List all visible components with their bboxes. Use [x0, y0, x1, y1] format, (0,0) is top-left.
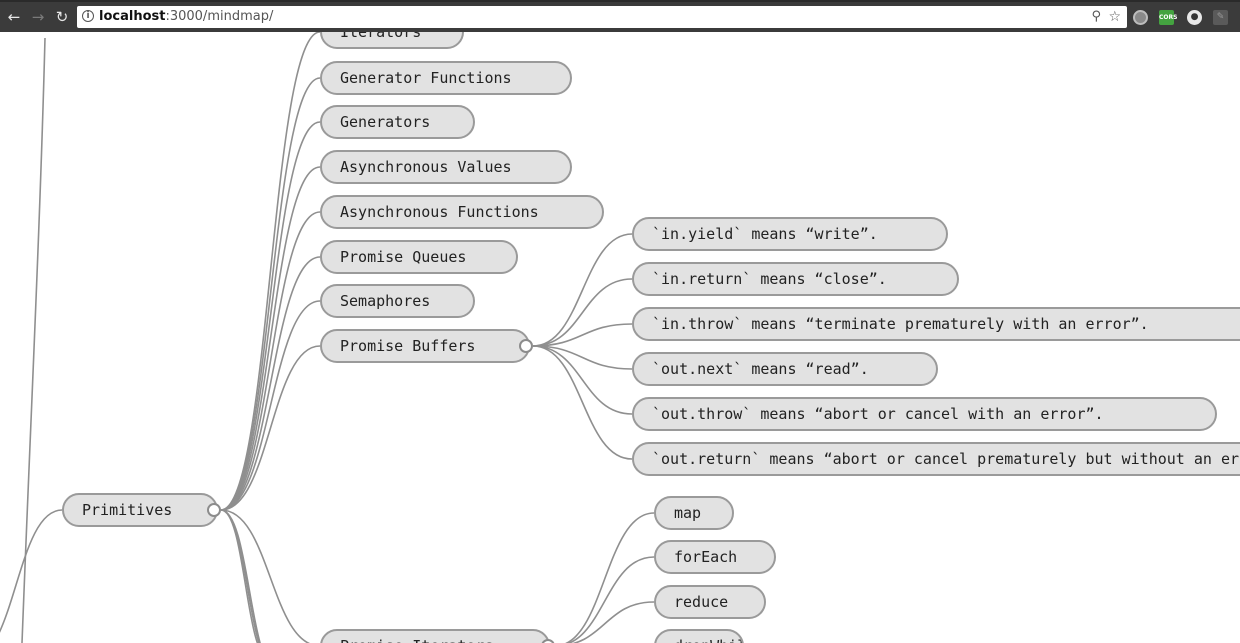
zoom-icon[interactable]: ⚲: [1091, 9, 1101, 24]
browser-toolbar: ← → ↻ i localhost:3000/mindmap/ ⚲ ☆ CORS…: [0, 0, 1240, 32]
link-generator-functions: [220, 77, 321, 511]
toggle-promise-buffers[interactable]: [519, 339, 533, 353]
link-generators: [220, 121, 321, 511]
toggle-primitives[interactable]: [207, 503, 221, 517]
url-path: :3000/mindmap/: [165, 9, 274, 24]
link-iterator-child: [564, 512, 655, 643]
branch-promise-iterators[interactable]: Promise Iterators: [320, 629, 550, 643]
back-arrow-icon[interactable]: ←: [7, 8, 21, 26]
address-bar[interactable]: i localhost:3000/mindmap/ ⚲ ☆: [77, 6, 1127, 28]
branch-generator-functions[interactable]: Generator Functions: [320, 61, 572, 95]
link-promise-iterators: [220, 509, 311, 643]
node-primitives[interactable]: Primitives: [62, 493, 218, 527]
link-offscreen-branch: [220, 509, 261, 643]
link-asynchronous-values: [220, 166, 321, 511]
iterator-item-map[interactable]: map: [654, 496, 734, 530]
branch-semaphores[interactable]: Semaphores: [320, 284, 475, 318]
iterator-item-dropwhile[interactable]: dropWhile: [654, 629, 744, 643]
link-iterators: [220, 32, 321, 511]
link-semaphores: [220, 300, 321, 511]
link-promise-queues: [220, 256, 321, 511]
link-buffer-child: [532, 233, 633, 347]
link-buffer-child: [532, 345, 633, 460]
branch-asynchronous-values[interactable]: Asynchronous Values: [320, 150, 572, 184]
extension-dot-icon[interactable]: ●: [1187, 10, 1202, 25]
branch-promise-queues[interactable]: Promise Queues: [320, 240, 518, 274]
branch-iterators[interactable]: Iterators: [320, 32, 464, 49]
iterator-item-reduce[interactable]: reduce: [654, 585, 766, 619]
extension-circle-icon[interactable]: [1133, 10, 1148, 25]
buffer-item-6[interactable]: `out.return` means “abort or cancel prem…: [632, 442, 1240, 476]
cors-badge-label: CORS: [1159, 14, 1178, 21]
link-iterator-child: [566, 556, 655, 643]
cors-extension-icon[interactable]: CORS: [1159, 10, 1178, 25]
url-host: localhost: [99, 9, 166, 24]
link-parent-trunk: [21, 37, 46, 643]
star-icon[interactable]: ☆: [1108, 9, 1121, 25]
buffer-item-5[interactable]: `out.throw` means “abort or cancel with …: [632, 397, 1217, 431]
branch-asynchronous-functions[interactable]: Asynchronous Functions: [320, 195, 604, 229]
link-iterator-child: [571, 601, 655, 643]
link-buffer-child: [532, 345, 633, 415]
link-buffer-child: [532, 323, 633, 347]
branch-promise-buffers[interactable]: Promise Buffers: [320, 329, 530, 363]
branch-generators[interactable]: Generators: [320, 105, 475, 139]
mindmap-links: [0, 32, 655, 643]
forward-arrow-icon[interactable]: →: [31, 8, 45, 26]
link-promise-buffers: [220, 345, 321, 511]
info-icon[interactable]: i: [82, 10, 94, 22]
reload-icon[interactable]: ↻: [55, 8, 69, 26]
buffer-item-2[interactable]: `in.return` means “close”.: [632, 262, 959, 296]
buffer-item-3[interactable]: `in.throw` means “terminate prematurely …: [632, 307, 1240, 341]
link-buffer-child: [532, 278, 633, 347]
pdf-extension-icon[interactable]: ✎: [1213, 10, 1228, 25]
buffer-item-4[interactable]: `out.next` means “read”.: [632, 352, 938, 386]
link-buffer-child: [532, 345, 633, 370]
buffer-item-1[interactable]: `in.yield` means “write”.: [632, 217, 948, 251]
link-parent-primitives: [0, 509, 63, 633]
link-asynchronous-functions: [220, 211, 321, 511]
iterator-item-foreach[interactable]: forEach: [654, 540, 776, 574]
url-text[interactable]: localhost:3000/mindmap/: [99, 6, 273, 28]
